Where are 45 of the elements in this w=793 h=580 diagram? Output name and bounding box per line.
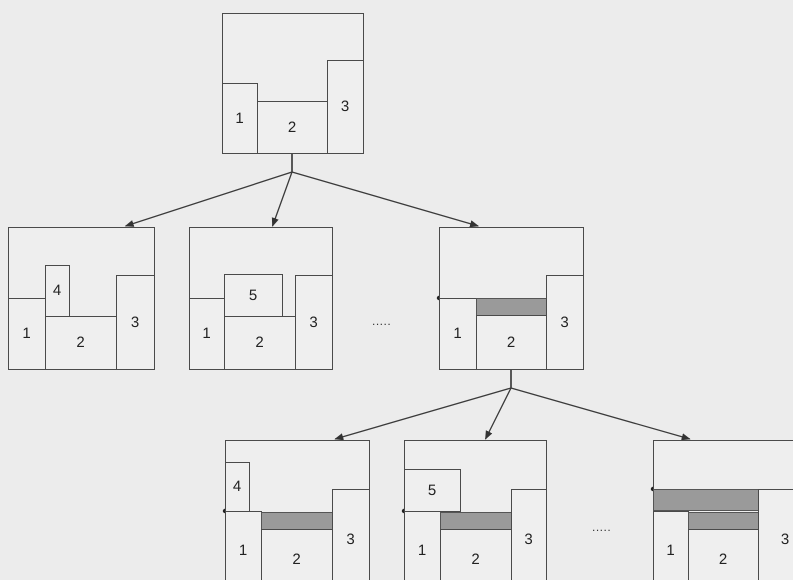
item-number: 2 xyxy=(718,552,728,566)
bin-container xyxy=(189,227,333,370)
item-number: 4 xyxy=(232,479,242,494)
packed-item xyxy=(224,462,250,512)
waste-area xyxy=(440,512,512,530)
item-number: 2 xyxy=(76,335,85,350)
bin-container xyxy=(8,227,155,370)
item-number: 2 xyxy=(471,552,480,566)
item-number: 1 xyxy=(418,542,426,558)
item-number: 2 xyxy=(506,334,516,350)
waste-area xyxy=(652,488,758,510)
item-number: 5 xyxy=(248,288,258,302)
bin-container xyxy=(404,440,547,580)
item-number: 3 xyxy=(340,99,350,114)
packed-item xyxy=(404,468,460,512)
item-number: 3 xyxy=(560,314,569,330)
bin-container xyxy=(439,227,584,370)
bin-container xyxy=(222,13,364,154)
item-number: 1 xyxy=(202,326,211,341)
item-number: 1 xyxy=(666,542,675,558)
item-number: 3 xyxy=(524,532,533,546)
item-number: 1 xyxy=(22,326,31,341)
waste-area xyxy=(688,512,758,530)
ellipsis: ..... xyxy=(592,520,612,534)
item-number: 3 xyxy=(309,314,318,330)
item-number: 1 xyxy=(235,110,244,126)
ellipsis: ..... xyxy=(372,314,392,328)
bin-container xyxy=(653,440,793,580)
item-number: 3 xyxy=(780,532,790,546)
item-number: 2 xyxy=(288,120,296,134)
waste-area xyxy=(476,298,546,316)
item-number: 3 xyxy=(346,532,355,546)
arrow xyxy=(291,154,480,228)
packed-item xyxy=(224,274,282,316)
item-number: 2 xyxy=(255,335,264,350)
item-number: 4 xyxy=(52,283,62,298)
item-number: 1 xyxy=(238,542,248,558)
packed-item xyxy=(44,264,70,316)
item-number: 1 xyxy=(453,326,462,341)
item-number: 2 xyxy=(292,552,301,566)
arrow xyxy=(510,370,691,440)
item-number: 3 xyxy=(130,314,140,330)
waste-area xyxy=(260,512,332,530)
item-number: 5 xyxy=(428,482,436,498)
bin-container xyxy=(225,440,370,580)
